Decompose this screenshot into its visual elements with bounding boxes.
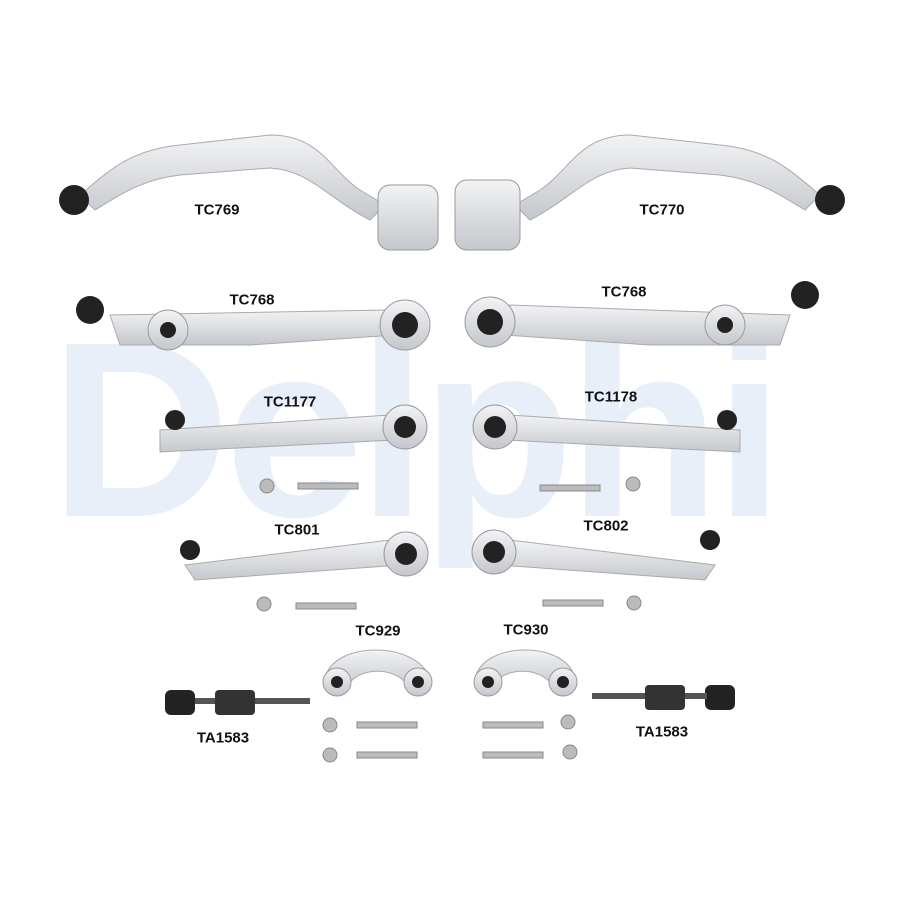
- bolt-kit: [256, 476, 642, 763]
- label-tc801: TC801: [274, 521, 320, 539]
- label-tc930: TC930: [503, 621, 549, 639]
- control-arm-tc768-right: [464, 281, 819, 348]
- label-ta1583-left: TA1583: [196, 729, 250, 747]
- control-arm-tc770: [454, 134, 845, 251]
- control-arm-tc802: [471, 529, 720, 581]
- label-tc770: TC770: [639, 201, 685, 219]
- tie-rod-ta1583-right: [592, 685, 735, 710]
- control-arm-tc1177: [159, 404, 428, 453]
- stabilizer-link-tc929: [322, 649, 433, 697]
- tie-rod-ta1583-left: [165, 690, 310, 715]
- stabilizer-link-tc930: [473, 649, 578, 697]
- label-tc802: TC802: [583, 517, 629, 535]
- label-tc929: TC929: [355, 622, 401, 640]
- label-tc1177: TC1177: [263, 393, 317, 411]
- control-arm-tc769: [59, 134, 439, 251]
- label-tc768-right: TC768: [601, 283, 647, 301]
- label-tc1178: TC1178: [584, 388, 638, 406]
- label-tc768-left: TC768: [229, 291, 275, 309]
- control-arm-tc801: [180, 531, 429, 581]
- control-arm-tc768-left: [76, 296, 431, 351]
- label-tc769: TC769: [194, 201, 240, 219]
- control-arm-tc1178: [472, 404, 741, 453]
- label-ta1583-right: TA1583: [635, 723, 689, 741]
